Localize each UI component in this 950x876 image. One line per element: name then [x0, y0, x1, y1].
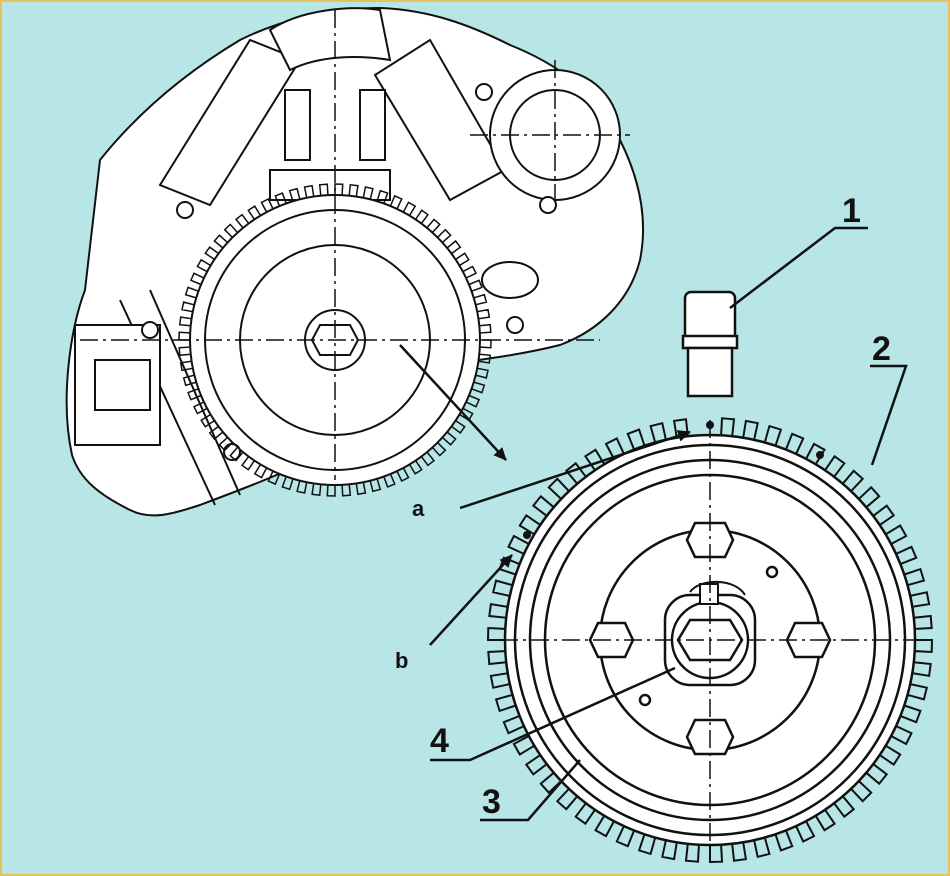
bolt-left — [588, 621, 635, 659]
flywheel-bolts — [588, 521, 832, 756]
flywheelTeeth-path — [486, 417, 934, 864]
detail-arrow — [399, 344, 507, 461]
engine-centerlines — [80, 10, 630, 480]
bolt-top — [685, 521, 735, 559]
callout-1: 1 — [842, 192, 861, 230]
crankshaft-position-sensor — [681, 290, 739, 398]
engineTeeth-path — [178, 183, 492, 497]
callout-leaders — [430, 226, 908, 822]
label-a: a — [412, 496, 425, 521]
callout-4: 4 — [430, 722, 449, 760]
arrow-b — [429, 554, 513, 646]
arrow-a — [459, 430, 691, 510]
flywheel-centerlines — [500, 420, 925, 860]
callout-3: 3 — [482, 783, 501, 821]
engine-cutaway-drawing — [65, 6, 645, 517]
flywheel-teeth — [486, 417, 934, 864]
label-b: b — [395, 648, 408, 673]
engine-gear-teeth — [178, 183, 492, 497]
reference-marks — [523, 421, 824, 539]
hub-keyway — [689, 580, 746, 605]
callout-2: 2 — [872, 330, 891, 368]
